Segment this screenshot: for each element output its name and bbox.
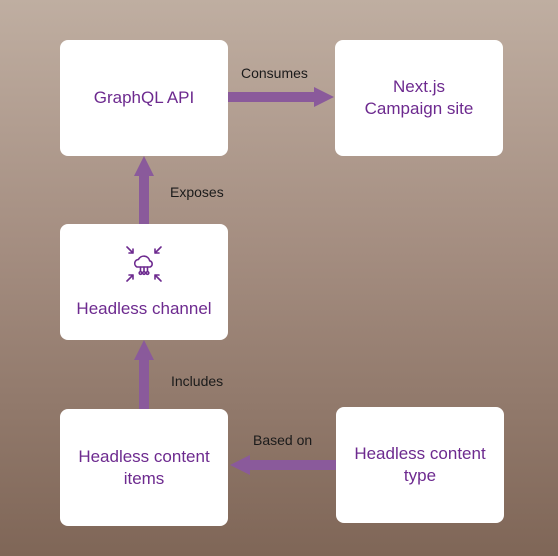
node-graphql-api-line-1: GraphQL API <box>93 88 195 107</box>
node-nextjs-line-2: Campaign site <box>364 99 474 118</box>
edge-exposes-arrow <box>134 156 154 224</box>
node-headless-channel-line-1: Headless channel <box>76 299 212 318</box>
node-nextjs-campaign-site: Next.js Campaign site <box>335 40 503 156</box>
node-headless-content-items-line-1: Headless content <box>78 446 210 466</box>
node-headless-content-items: Headless content items <box>60 409 228 526</box>
node-headless-content-items-line-2: items <box>123 468 165 488</box>
edge-label-includes: Includes <box>171 373 224 389</box>
edge-label-based-on: Based on <box>253 432 313 448</box>
node-headless-channel: Headless channel <box>60 224 228 340</box>
node-nextjs-line-1: Next.js <box>393 77 445 96</box>
edge-includes-arrow <box>134 340 154 409</box>
edge-based-on-arrow <box>230 455 336 475</box>
edge-consumes-arrow <box>228 87 334 107</box>
edge-label-consumes: Consumes <box>241 65 308 81</box>
node-graphql-api: GraphQL API <box>60 40 228 156</box>
node-headless-content-type-line-1: Headless content <box>354 444 486 463</box>
node-headless-content-type-line-2: type <box>403 466 437 485</box>
cloud-connections-icon <box>126 246 162 282</box>
edge-label-exposes: Exposes <box>170 184 224 200</box>
node-headless-content-type: Headless content type <box>336 407 504 523</box>
